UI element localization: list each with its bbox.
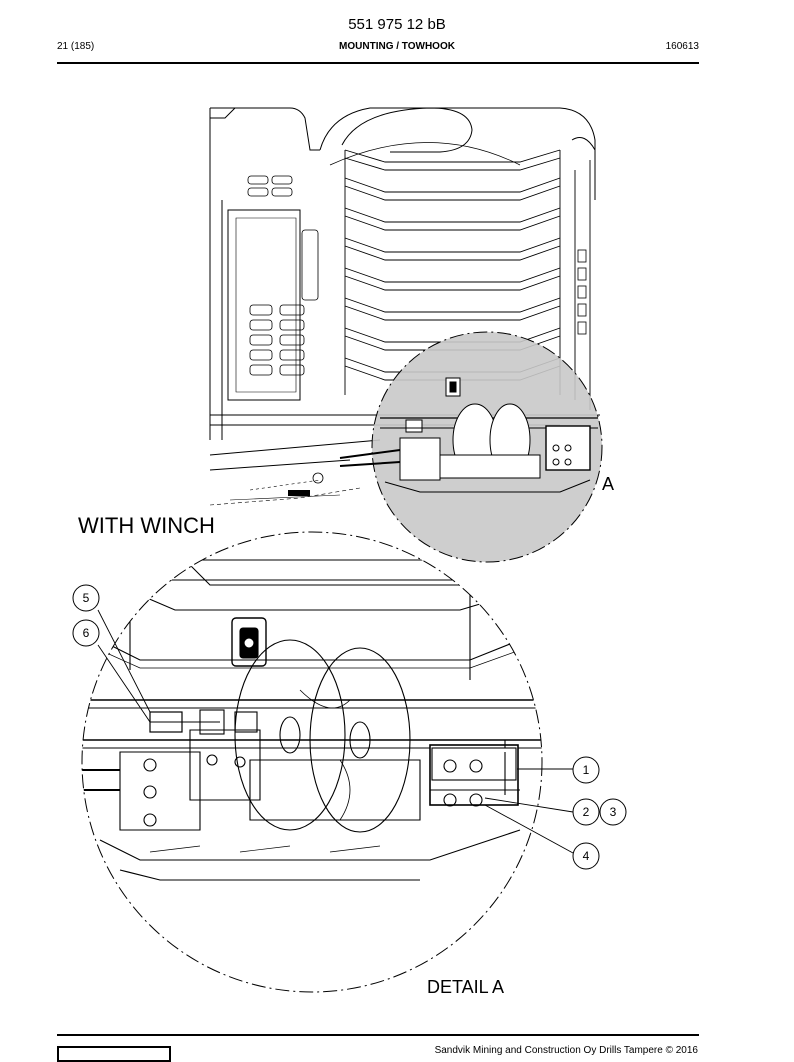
document-number: 551 975 12 bB [348, 16, 446, 33]
overview-detail-label: A [602, 474, 614, 494]
callout-4 [572, 842, 600, 870]
callout-leaders [97, 609, 574, 854]
footer-rule [57, 1034, 699, 1036]
callout-5 [72, 584, 100, 612]
callout-2 [572, 798, 600, 826]
detail-a-winch-drawing [82, 544, 542, 881]
callout-3 [599, 798, 627, 826]
callout-6 [72, 619, 100, 647]
overview-winch [339, 377, 598, 493]
date-code: 160613 [665, 41, 699, 52]
callout-3-label: 3 [610, 805, 617, 819]
callout-2-label: 2 [583, 805, 590, 819]
callout-4-label: 4 [583, 849, 590, 863]
callout-1-label: 1 [583, 763, 590, 777]
variant-label: WITH WINCH [78, 513, 215, 538]
detail-a-circle [81, 531, 543, 993]
callout-6-label: 6 [83, 626, 90, 640]
copyright-notice: Sandvik Mining and Construction Oy Drill… [434, 1045, 698, 1056]
page-number: 21 (185) [57, 41, 95, 52]
brand-logo [57, 1046, 171, 1062]
callout-5-label: 5 [83, 591, 90, 605]
callout-1 [572, 756, 600, 784]
detail-label: DETAIL A [427, 977, 504, 997]
callouts [72, 584, 627, 870]
section-title: MOUNTING / TOWHOOK [339, 41, 455, 52]
header-rule [57, 62, 699, 64]
